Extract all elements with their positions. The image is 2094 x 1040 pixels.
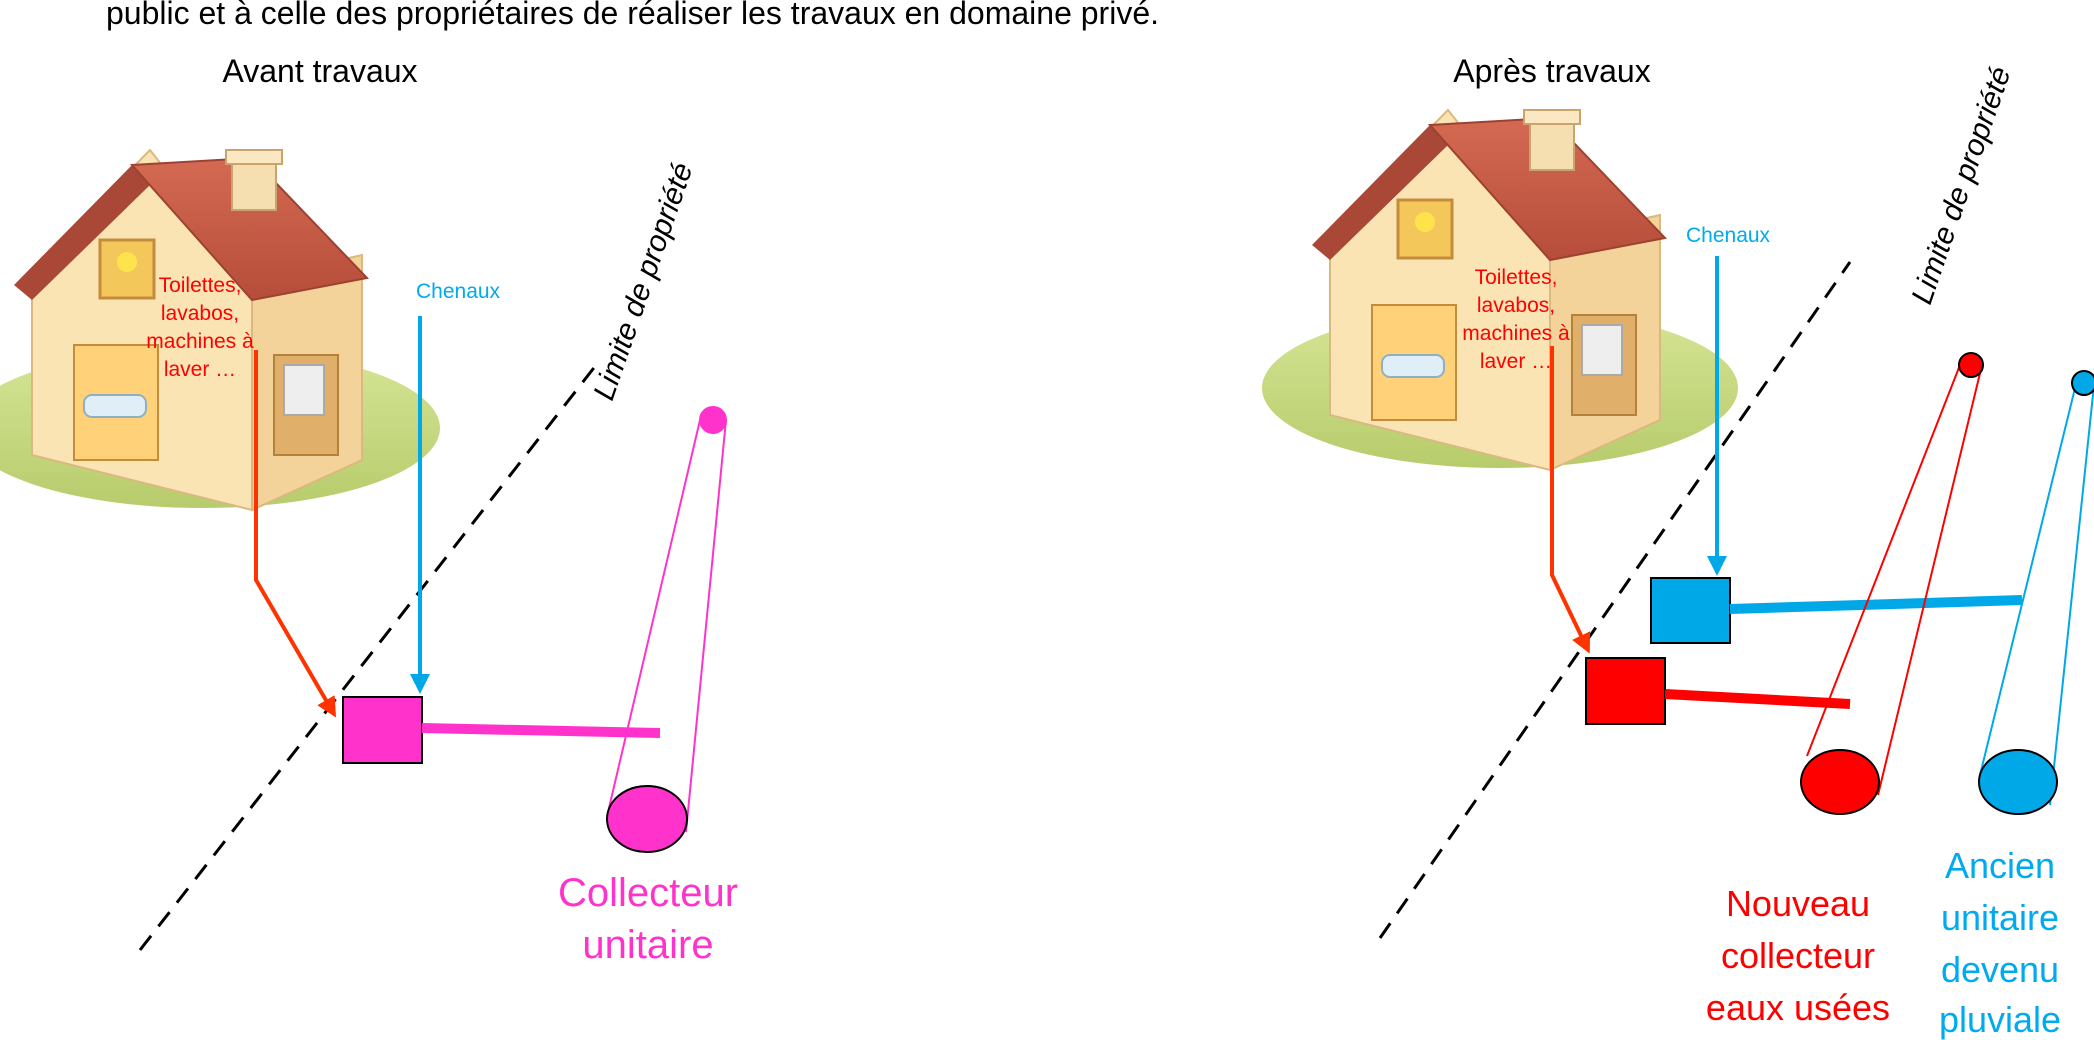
after-panel: Après travaux Limite de propriété Toilet… [1260, 53, 2094, 1040]
svg-text:unitaire: unitaire [582, 923, 713, 967]
property-limit-label: Limite de propriété [587, 159, 699, 405]
svg-text:machines à: machines à [146, 330, 254, 353]
svg-text:pluviale: pluviale [1939, 999, 2061, 1040]
inspection-box [342, 696, 423, 764]
wastewater-box [1585, 657, 1666, 725]
unitary-collector-label: Collecteur unitaire [558, 871, 738, 967]
svg-text:laver …: laver … [1480, 350, 1552, 373]
svg-text:lavabos,: lavabos, [161, 302, 239, 325]
new-wastewater-collector [1800, 352, 1984, 815]
svg-text:laver …: laver … [164, 358, 236, 381]
before-panel: Avant travaux Limite de propriété Toilet… [0, 53, 738, 967]
gutter-label-after: Chenaux [1686, 224, 1771, 247]
property-limit-line [138, 359, 602, 951]
svg-text:unitaire: unitaire [1941, 897, 2059, 938]
before-title: Avant travaux [222, 53, 417, 89]
svg-text:Collecteur: Collecteur [558, 871, 738, 915]
after-title: Après travaux [1453, 53, 1650, 89]
wastewater-pipe-after [1550, 346, 1591, 654]
property-limit-label-after: Limite de propriété [1905, 63, 2017, 309]
intro-text: public et à celle des propriétaires de r… [106, 0, 1159, 31]
stormwater-connection [1729, 595, 2023, 614]
wastewater-label-after: Toilettes, lavabos, machines à laver … [1462, 266, 1570, 373]
new-collector-label: Nouveau collecteur eaux usées [1706, 883, 1890, 1028]
wastewater-pipe [254, 350, 337, 718]
connection-pipe [421, 723, 661, 738]
wastewater-connection [1664, 689, 1851, 709]
svg-text:lavabos,: lavabos, [1477, 294, 1555, 317]
property-limit-line-after [1378, 261, 1852, 939]
unitary-collector [606, 406, 727, 853]
svg-text:Nouveau: Nouveau [1726, 883, 1870, 924]
gutter-label: Chenaux [416, 280, 501, 303]
svg-text:devenu: devenu [1941, 949, 2059, 990]
svg-text:Ancien: Ancien [1945, 845, 2055, 886]
svg-text:collecteur: collecteur [1721, 935, 1875, 976]
svg-text:eaux usées: eaux usées [1706, 987, 1890, 1028]
house-after [1260, 108, 1740, 472]
old-collector-label: Ancien unitaire devenu pluviale [1939, 845, 2061, 1040]
svg-text:Toilettes,: Toilettes, [159, 274, 242, 297]
stormwater-box [1650, 577, 1731, 644]
old-unitary-collector [1978, 370, 2094, 815]
wastewater-label: Toilettes, lavabos, machines à laver … [146, 274, 254, 381]
svg-text:Toilettes,: Toilettes, [1475, 266, 1558, 289]
svg-text:machines à: machines à [1462, 322, 1570, 345]
